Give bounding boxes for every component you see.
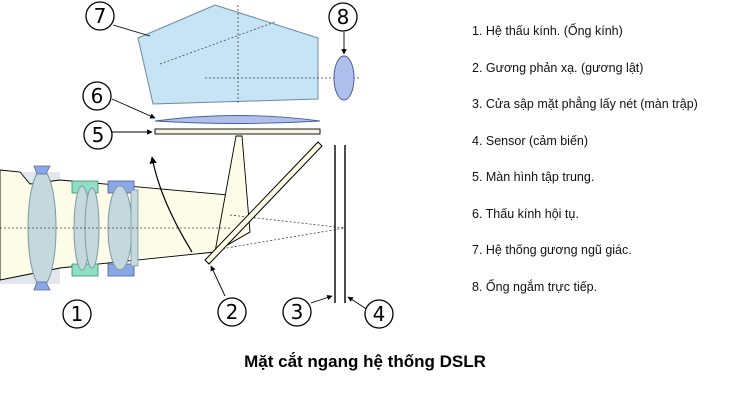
legend-item: 7. Hệ thống gương ngũ giác. xyxy=(472,243,632,257)
callout-label: 3 xyxy=(291,300,304,324)
callout-label: 4 xyxy=(373,302,386,326)
condenser-lens xyxy=(154,115,321,124)
prism-ray-diagonal xyxy=(159,21,276,65)
callout-label: 1 xyxy=(71,302,84,326)
legend-item: 5. Màn hình tập trung. xyxy=(472,170,595,184)
legend-item: 2. Gương phản xạ. (gương lật) xyxy=(472,60,644,75)
callout-label: 5 xyxy=(92,123,105,147)
legend-item: 6. Thấu kính hội tụ. xyxy=(472,206,579,221)
lens-mount-bottom xyxy=(33,281,51,291)
curved-arrow-icon xyxy=(149,156,193,253)
legend-item: 4. Sensor (cảm biến) xyxy=(472,133,589,148)
callout-6: 6 xyxy=(82,81,112,111)
leader-line-4 xyxy=(347,296,369,311)
leader-line-6 xyxy=(111,98,156,119)
callout-label: 7 xyxy=(94,4,107,28)
callout-5: 5 xyxy=(83,120,113,150)
callout-label: 6 xyxy=(91,84,104,108)
callout-7: 7 xyxy=(85,1,115,31)
legend-item: 3. Cửa sập mặt phẳng lấy nét (màn trập) xyxy=(472,97,698,111)
leader-line-3 xyxy=(310,294,333,304)
eyepiece-lens xyxy=(333,55,355,101)
figure-caption: Mặt cắt ngang hệ thống DSLR xyxy=(244,352,486,371)
legend-item: 8. Ống ngắm trực tiếp. xyxy=(472,279,598,294)
sensor-ray-lower xyxy=(214,227,346,251)
callout-1: 1 xyxy=(62,299,92,329)
callout-3: 3 xyxy=(282,297,312,327)
leader-line-2 xyxy=(210,265,226,297)
legend-list: 1. Hệ thấu kính. (Ống kính) 2. Gương phả… xyxy=(472,22,727,314)
lens-mount-top xyxy=(33,165,51,175)
leader-line-7 xyxy=(112,24,151,37)
legend-item: 1. Hệ thấu kính. (Ống kính) xyxy=(472,24,623,38)
callout-2: 2 xyxy=(217,297,247,327)
sensor-ray-upper xyxy=(229,214,346,229)
callout-label: 2 xyxy=(226,300,239,324)
focusing-screen xyxy=(154,128,321,135)
callout-8: 8 xyxy=(328,2,358,32)
lens-element-blue-2 xyxy=(130,189,139,267)
pentaprism xyxy=(137,4,319,105)
callout-4: 4 xyxy=(364,299,394,329)
callout-label: 8 xyxy=(337,5,350,29)
reflex-mirror xyxy=(204,141,323,265)
dslr-cross-section-diagram: 1 2 3 4 5 6 7 8 xyxy=(0,1,394,329)
